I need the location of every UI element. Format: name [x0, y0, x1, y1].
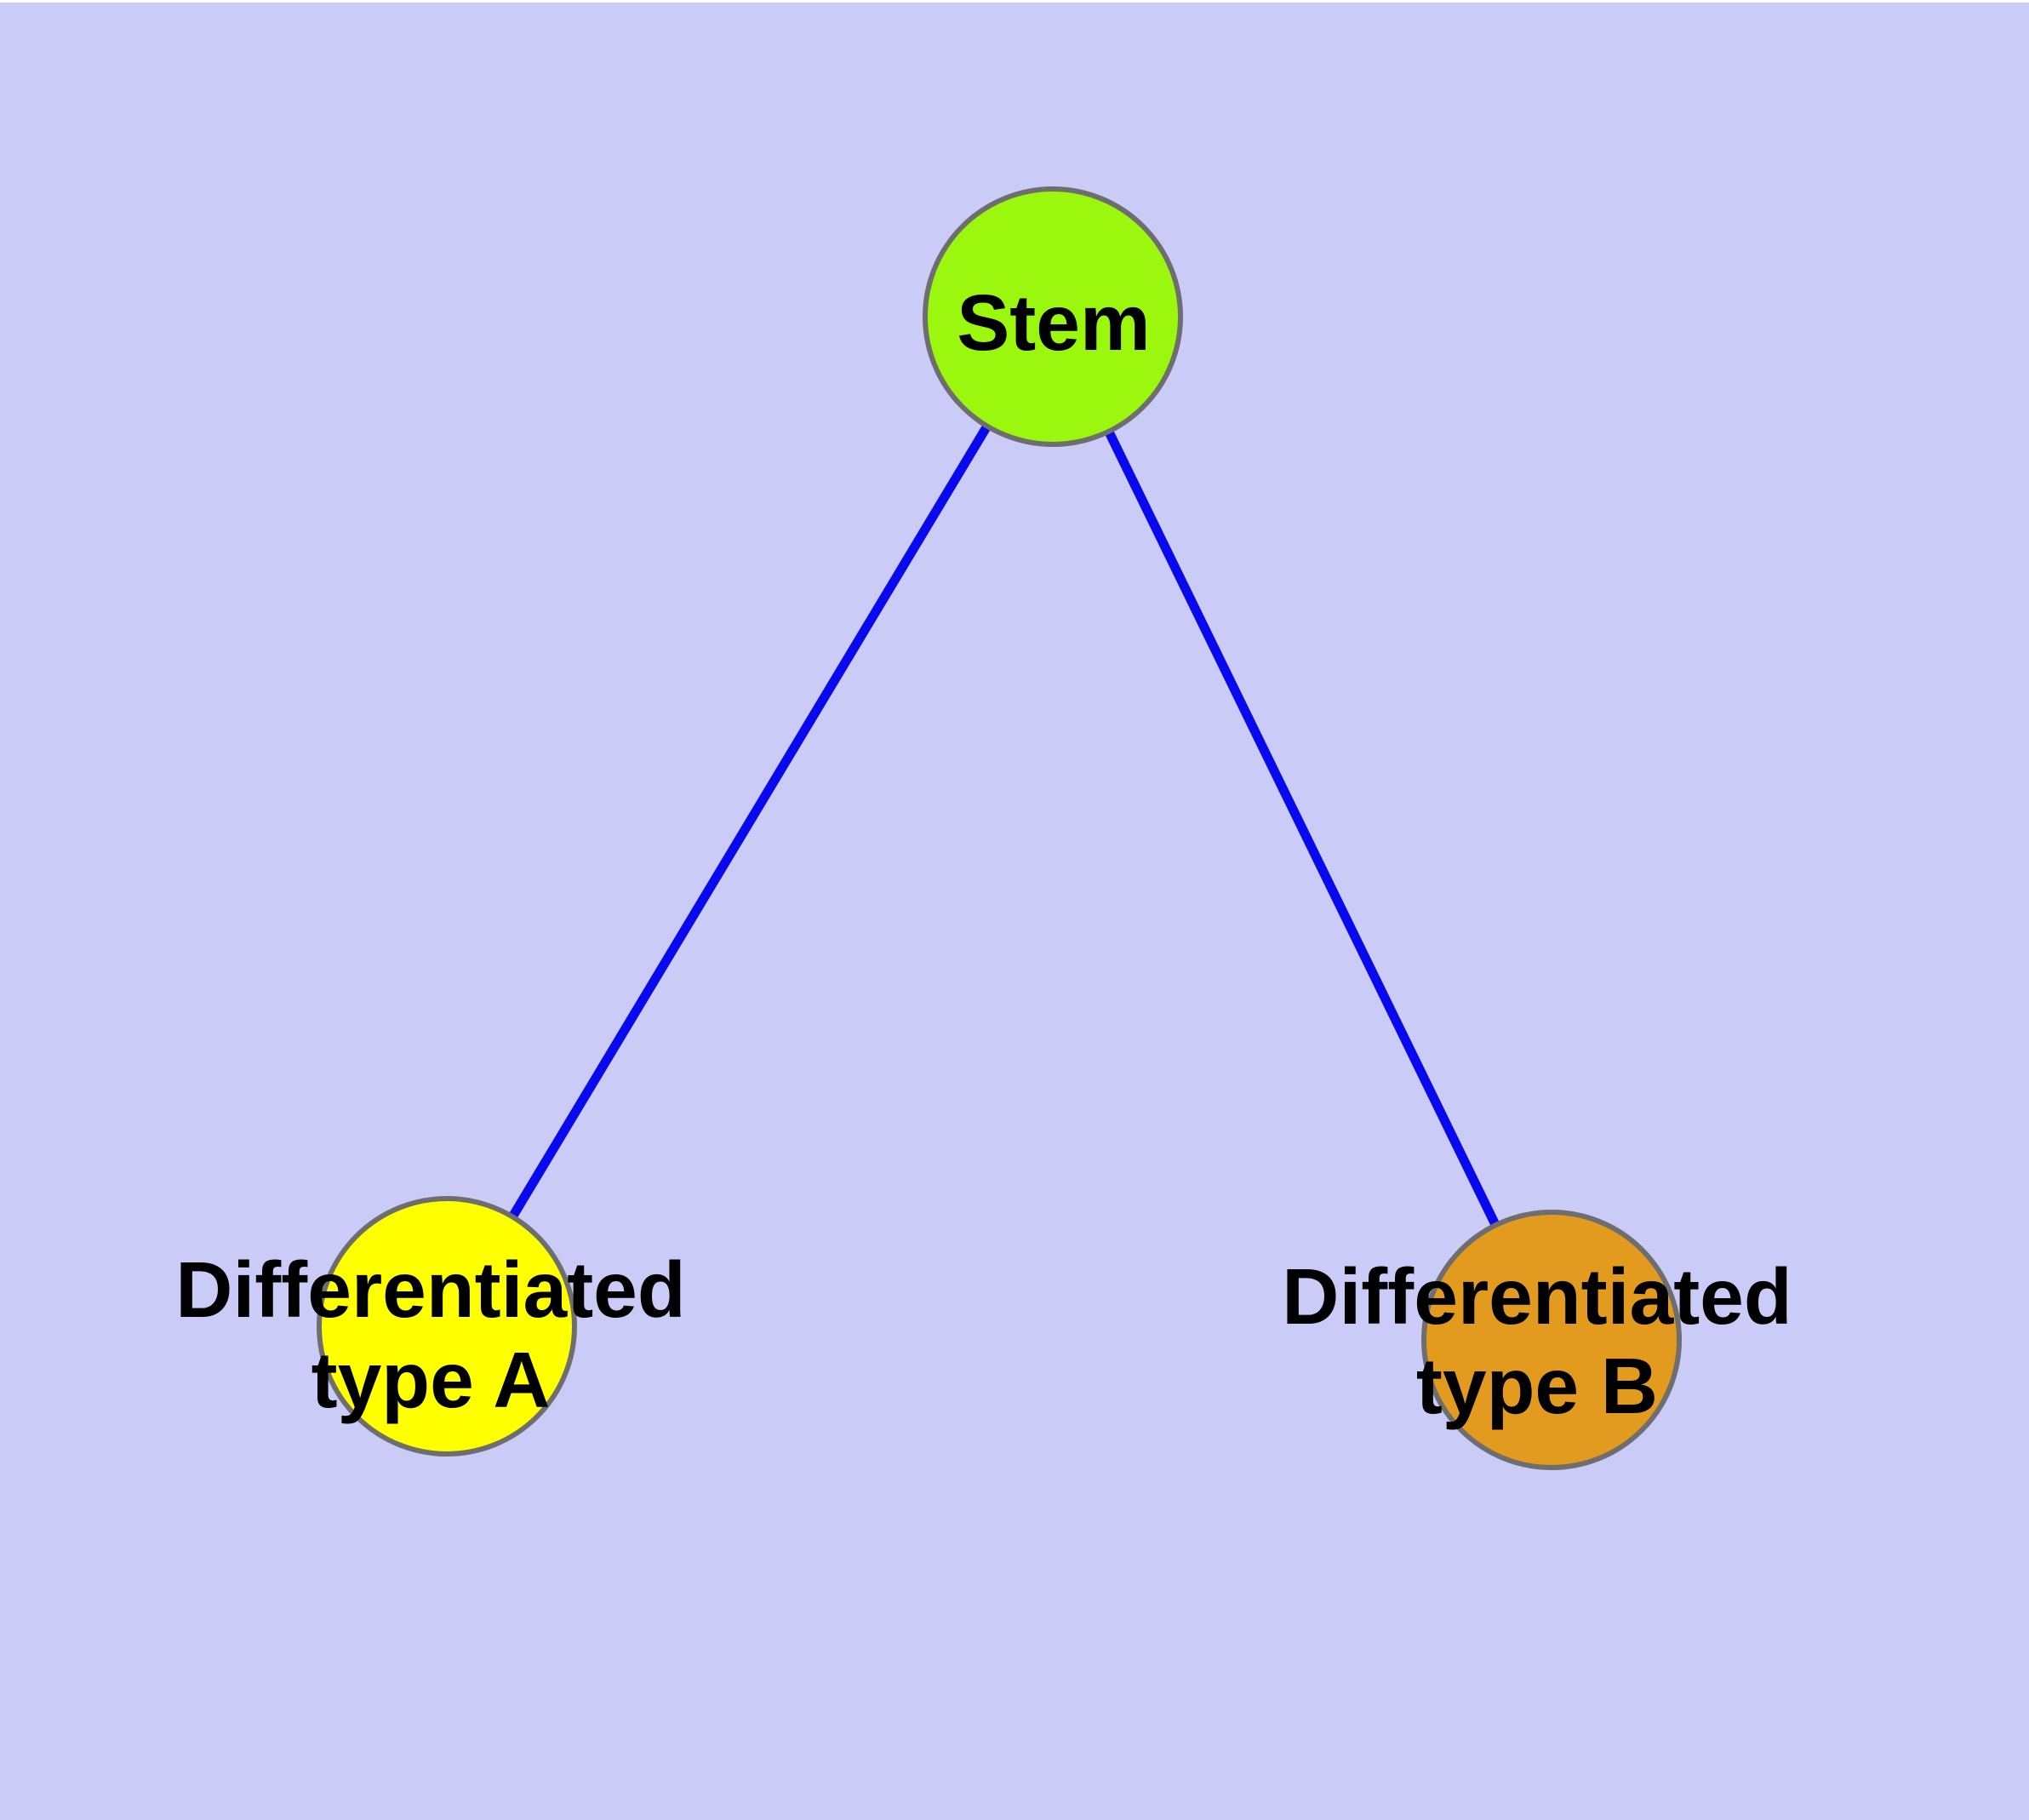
node-differentiated-type-b-circle — [1421, 1210, 1682, 1470]
top-edge-strip — [0, 0, 2029, 3]
node-differentiated-type-b-label-line1: Differentiated — [1282, 1252, 1792, 1341]
node-differentiated-type-a-label-line2: type A — [311, 1336, 551, 1424]
node-stem-label: Stem — [957, 278, 1150, 367]
node-differentiated-type-b-label-line2: type B — [1416, 1342, 1658, 1430]
edge-stem-to-differentiated-type-b — [1049, 314, 1556, 1342]
node-differentiated-type-a-circle — [317, 1196, 577, 1457]
node-stem-label-line1: Stem — [957, 278, 1150, 367]
node-differentiated-type-a-label-line1: Differentiated — [175, 1245, 685, 1334]
edge-stem-to-differentiated-type-a — [443, 314, 1057, 1329]
node-stem-circle — [923, 186, 1183, 447]
